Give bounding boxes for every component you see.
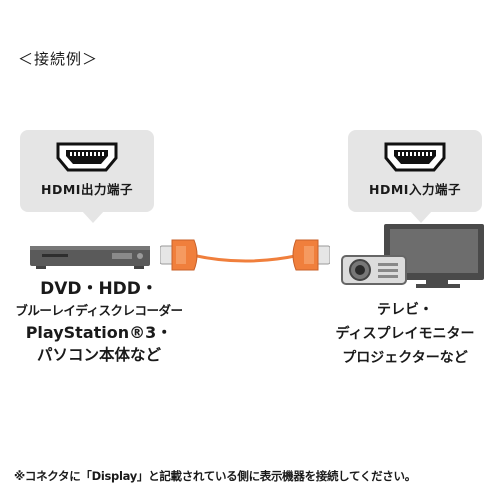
connection-note: ※コネクタに「Display」と記載されている側に表示機器を接続してください。 (14, 469, 416, 483)
source-port-label: HDMI出力端子 (41, 182, 133, 197)
hdmi-cable-icon (160, 239, 330, 271)
hdmi-port-icon (384, 142, 446, 172)
source-port-bubble: HDMI出力端子 (20, 130, 154, 223)
destination-devices-text: テレビ・ ディスプレイモニター プロジェクターなど (314, 298, 496, 370)
source-line-2: ブルーレイディスクレコーダー (15, 303, 183, 318)
destination-line-3: プロジェクターなど (342, 350, 468, 366)
source-line-3: PlayStation®3・ (25, 323, 173, 342)
source-line-1: DVD・HDD・ (40, 279, 158, 299)
cable-plug-right (292, 239, 330, 271)
cable-plug-left (160, 239, 198, 271)
source-devices-text: DVD・HDD・ ブルーレイディスクレコーダー PlayStation®3・ パ… (6, 278, 192, 366)
source-line-4: パソコン本体など (36, 346, 161, 364)
destination-line-1: テレビ・ (377, 302, 433, 318)
heading: ＜接続例＞ (18, 50, 99, 68)
hdmi-port-icon (56, 142, 118, 172)
tv-projector-icon (341, 224, 484, 288)
destination-port-label: HDMI入力端子 (369, 182, 461, 197)
destination-line-2: ディスプレイモニター (335, 326, 475, 342)
destination-port-bubble: HDMI入力端子 (348, 130, 482, 223)
disc-recorder-icon (30, 246, 150, 269)
